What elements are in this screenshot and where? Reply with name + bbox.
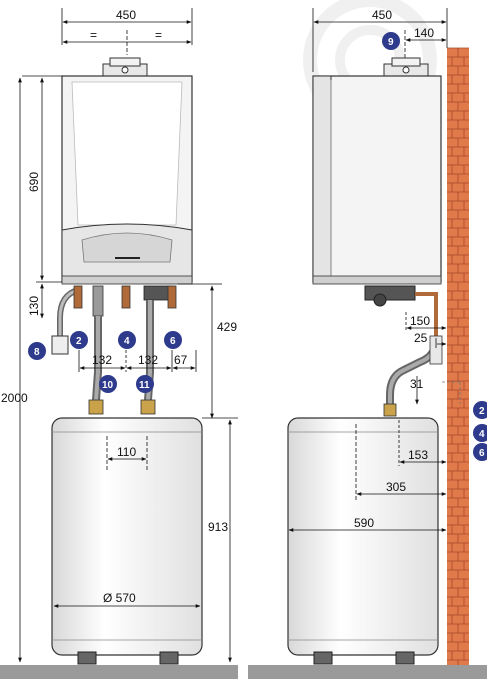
svg-text:4: 4 — [479, 429, 485, 440]
dim-pipe-offset-25: 25 — [414, 331, 428, 345]
pipework-side — [364, 285, 443, 417]
svg-text:10: 10 — [102, 380, 114, 391]
dim-cylinder-diameter: Ø 570 — [103, 591, 136, 605]
callout-2: 2 — [70, 331, 88, 349]
svg-text:2: 2 — [76, 336, 82, 347]
svg-text:9: 9 — [388, 37, 394, 48]
dim-total-depth: 450 — [372, 8, 392, 22]
dim-cylinder-connection-offset: 153 — [408, 448, 428, 462]
dim-total-width: 450 — [116, 8, 136, 22]
dim-half-left: = — [90, 28, 97, 42]
dim-pipe-offset-150: 150 — [410, 314, 430, 328]
dim-pipe-drop: 429 — [217, 320, 237, 334]
callout-side-4: 4 — [473, 424, 487, 442]
brick-wall — [447, 47, 469, 665]
dim-spacing-c: 67 — [174, 353, 188, 367]
callout-10: 10 — [99, 375, 117, 393]
callout-11: 11 — [136, 375, 154, 393]
svg-text:2: 2 — [479, 406, 485, 417]
dim-cylinder-height: 913 — [208, 520, 228, 534]
front-view: 450 = = 2000 690 130 — [1, 8, 238, 665]
boiler-side — [312, 75, 442, 283]
dim-boiler-height: 690 — [27, 172, 41, 192]
svg-text:8: 8 — [34, 347, 40, 358]
dim-cylinder-connections: 110 — [117, 445, 136, 459]
callout-9: 9 — [382, 32, 400, 50]
callout-6: 6 — [164, 331, 182, 349]
dim-cylinder-top-gap: 31 — [410, 377, 424, 391]
dim-spacing-b: 132 — [138, 353, 158, 367]
callout-side-2: 2 — [473, 401, 487, 419]
floor-side — [248, 665, 487, 679]
svg-text:11: 11 — [139, 380, 150, 391]
dim-spacing-a: 132 — [92, 353, 112, 367]
dim-total-height: 2000 — [1, 391, 28, 405]
dim-cylinder-axis-offset: 305 — [386, 480, 406, 494]
callout-4: 4 — [118, 331, 136, 349]
dim-half-right: = — [155, 28, 162, 42]
callout-8: 8 — [28, 342, 46, 360]
callout-side-6: 6 — [473, 443, 487, 461]
side-view: 450 140 9 150 25 — [287, 8, 487, 665]
svg-text:6: 6 — [479, 448, 485, 459]
cylinder-front — [51, 417, 203, 656]
dim-cylinder-depth: 590 — [354, 516, 374, 530]
floor-front — [0, 665, 238, 679]
dim-connection-height: 130 — [27, 296, 41, 316]
svg-text:6: 6 — [170, 336, 176, 347]
cylinder-side — [287, 417, 439, 656]
dim-flue-offset: 140 — [414, 26, 434, 40]
svg-text:4: 4 — [124, 336, 130, 347]
